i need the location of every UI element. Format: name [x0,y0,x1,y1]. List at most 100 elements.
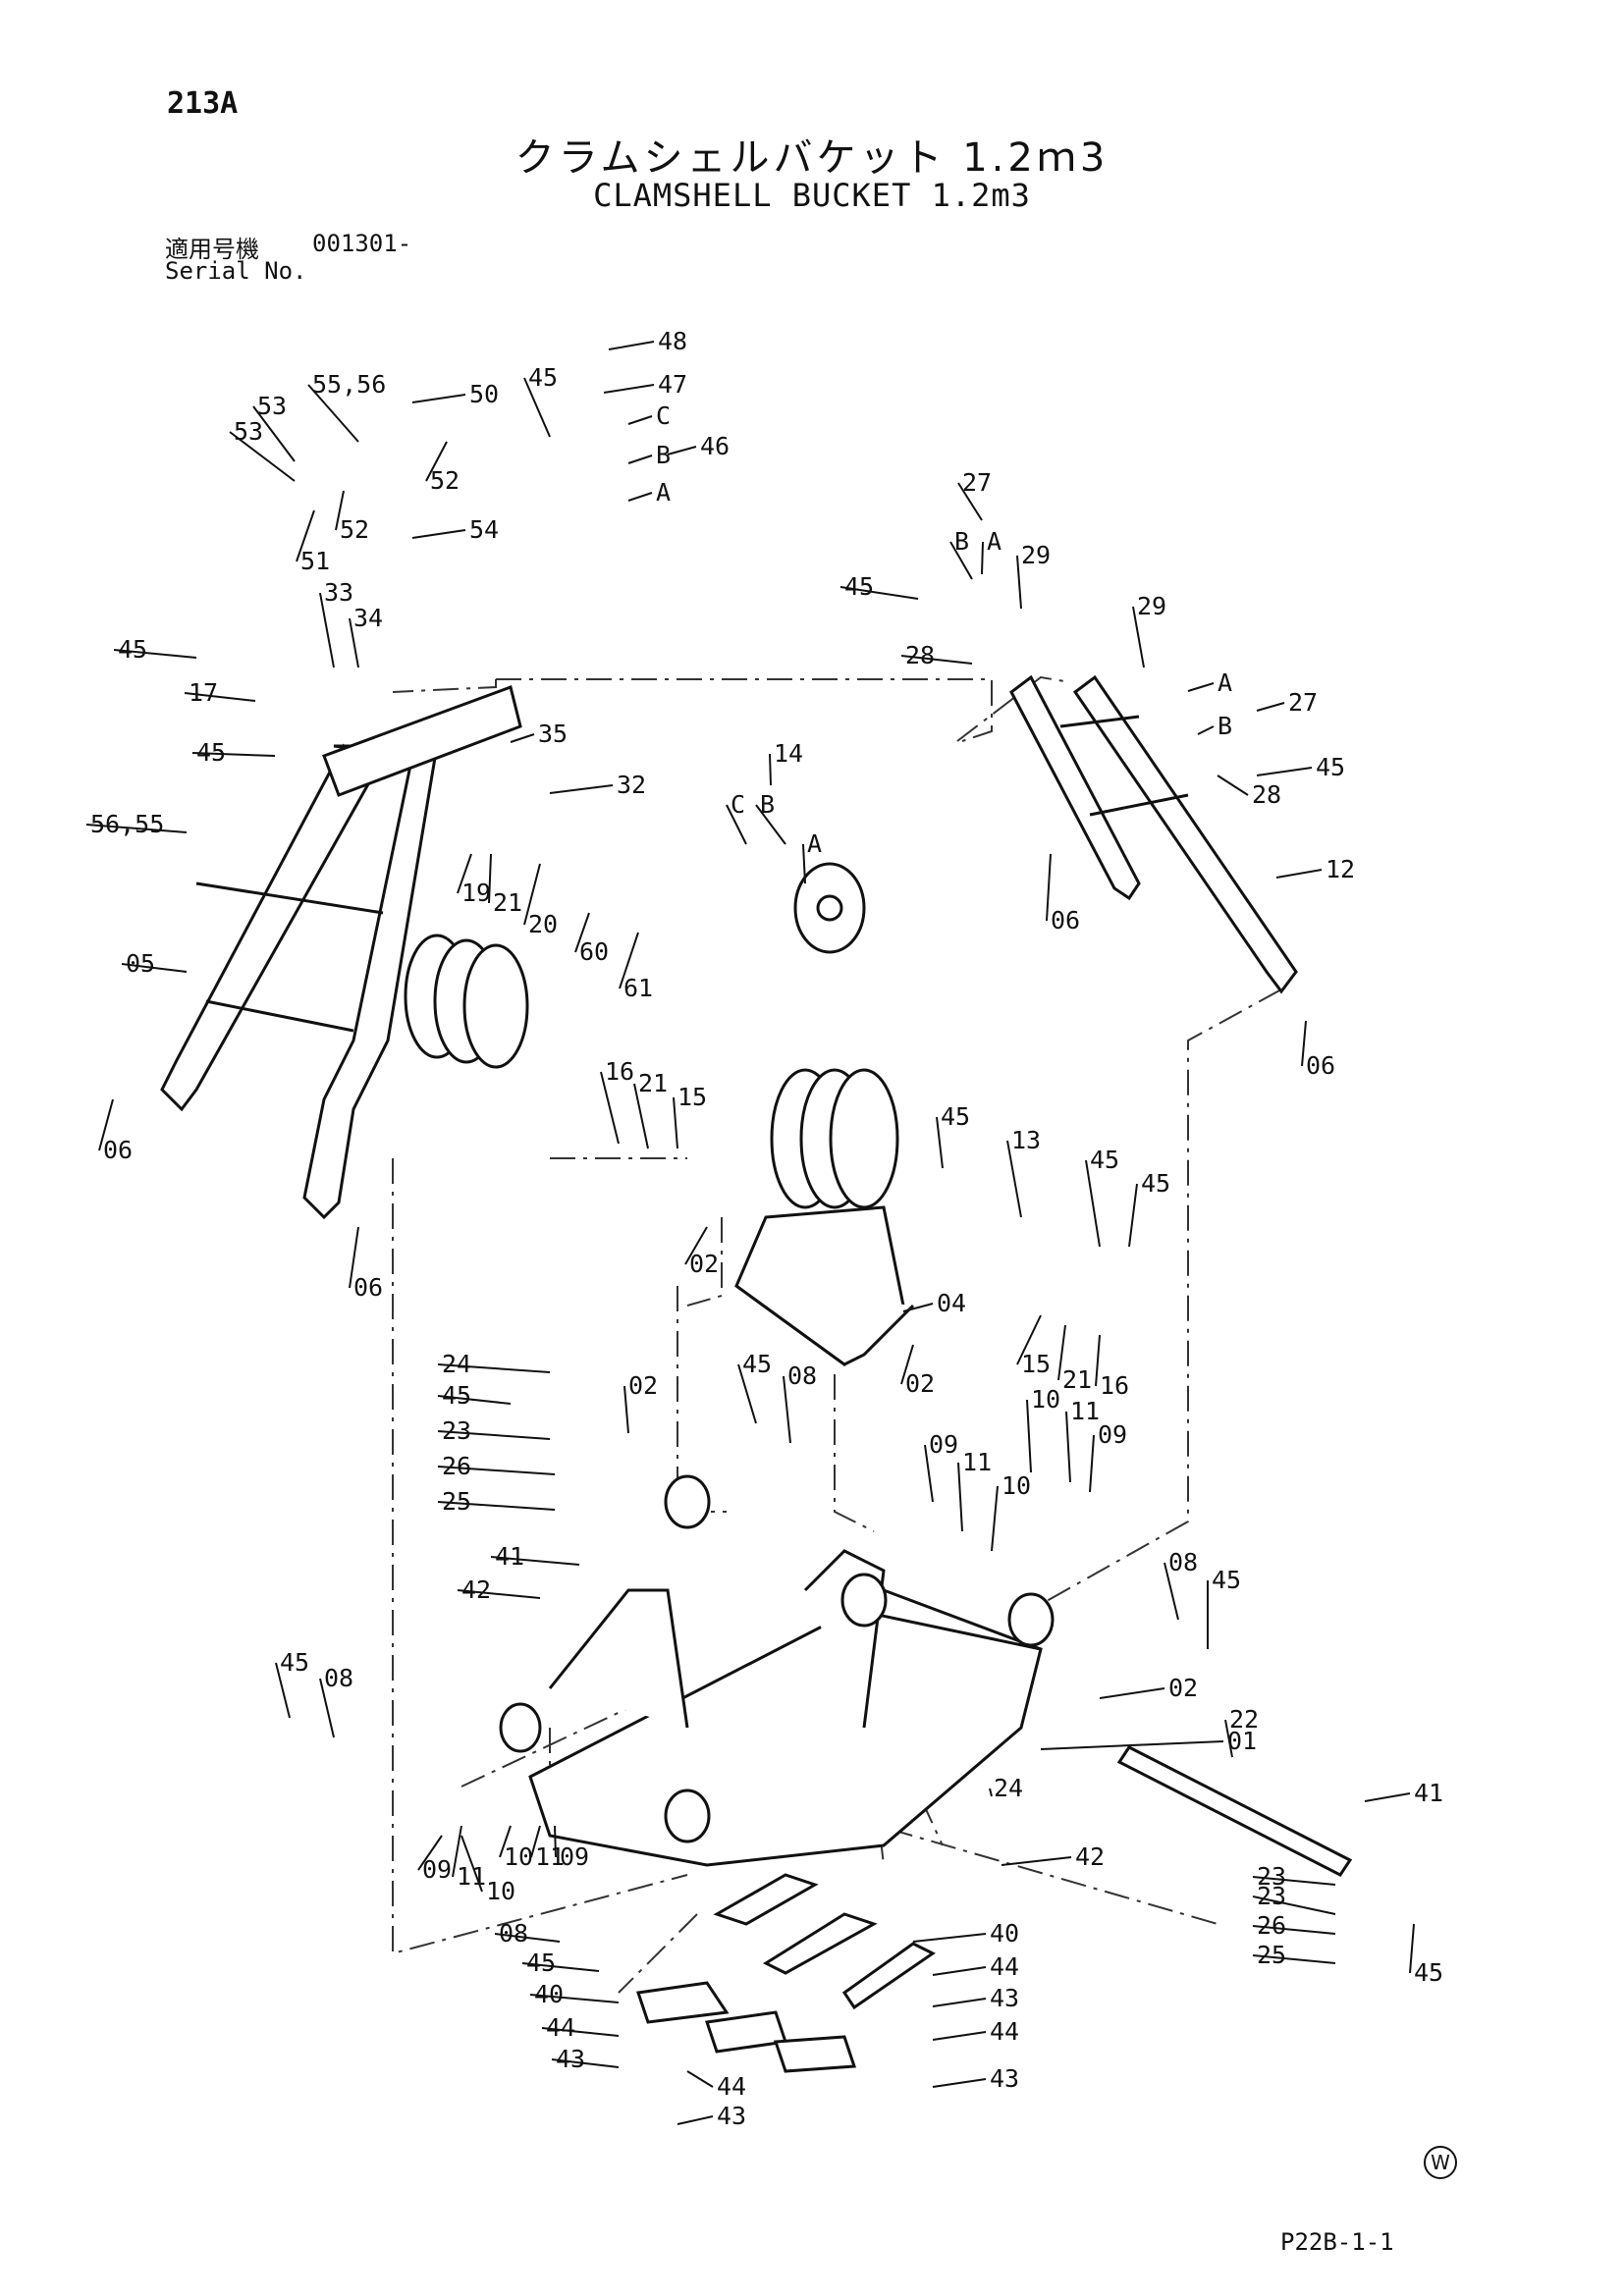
callout-44-110: 44 [717,2072,746,2101]
figure-id: P22B-1-1 [1280,2228,1394,2256]
callout-08-82: 08 [324,1664,353,1692]
leader-line-77 [490,1556,580,1566]
leader-line-88 [1364,1792,1411,1802]
callout-33-27: 33 [324,578,353,607]
callout-10-74: 10 [1031,1385,1060,1414]
callout-45-56: 45 [1141,1169,1170,1198]
callout-15-60: 15 [1021,1350,1051,1378]
leader-line-89 [1252,1876,1336,1886]
serial-label-english: Serial No. [165,257,307,285]
callout-29-21: 29 [1137,592,1166,620]
leader-line-12 [335,490,345,531]
callout-B-16: B [954,527,969,556]
callout-55-56-7: 55,56 [312,370,386,399]
leader-line-43 [802,843,806,884]
leader-line-15 [957,482,983,521]
callout-17-30: 17 [189,678,218,707]
callout-25-67: 25 [442,1487,471,1516]
callout-11-75: 11 [1070,1397,1100,1425]
leader-line-58 [902,1303,934,1312]
leader-line-85 [1224,1719,1233,1758]
callout-44-104: 44 [546,2013,575,2042]
leader-line-76 [1089,1434,1095,1493]
callout-51-13: 51 [300,547,330,575]
leader-line-109 [932,2078,987,2088]
callout-45-26: 45 [1316,753,1345,781]
leader-line-46 [1046,853,1052,922]
leader-line-47 [1301,1020,1307,1067]
leader-line-41 [726,804,747,845]
leader-line-63 [437,1363,551,1373]
leader-line-67 [437,1501,556,1511]
leader-line-2 [523,377,551,438]
callout-A-17: A [987,527,1001,556]
leader-line-103 [529,1994,620,2003]
leader-line-66 [437,1466,556,1475]
leader-line-96 [460,1835,483,1893]
callout-50-8: 50 [469,380,499,408]
leader-line-44 [121,963,188,973]
callout-20-37: 20 [528,910,558,938]
callout-45-101: 45 [526,1949,556,1977]
leader-line-34 [85,824,188,833]
callout-12-45: 12 [1326,855,1355,883]
callout-27-15: 27 [962,468,992,497]
leader-line-73 [991,1485,999,1552]
leader-line-70 [783,1375,791,1444]
callout-10-96: 10 [486,1877,515,1905]
leader-line-64 [437,1395,512,1405]
callout-35-32: 35 [538,720,568,748]
callout-40-103: 40 [534,1980,564,2008]
serial-number-value: 001301- [312,230,412,257]
leader-line-16 [949,541,973,580]
callout-44-108: 44 [990,2017,1019,2046]
leader-line-100 [494,1933,561,1943]
callout-16-50: 16 [605,1057,634,1086]
leader-lines [85,341,1415,2125]
callout-29-18: 29 [1021,541,1051,569]
callout-02-57: 02 [689,1250,719,1278]
leader-line-90 [1252,1896,1336,1915]
clamshell-bucket-01 [499,1474,1055,1867]
callout-09-94: 09 [422,1855,452,1884]
leader-line-91 [1252,1925,1336,1935]
leader-line-6 [627,492,653,502]
leader-line-86 [989,1788,993,1797]
callout-C-4: C [656,401,671,430]
callout-61-39: 61 [623,974,653,1002]
leader-line-82 [319,1678,335,1738]
leader-line-92 [1252,1954,1336,1964]
leader-line-18 [1016,555,1022,610]
callout-16-62: 16 [1100,1371,1129,1400]
leader-line-5 [627,454,653,464]
callout-21-36: 21 [493,888,522,917]
leader-line-81 [275,1662,291,1719]
callout-45-55: 45 [1090,1146,1119,1174]
callout-43-111: 43 [717,2102,746,2130]
callout-25-92: 25 [1257,1941,1286,1969]
callout-60-38: 60 [579,937,609,966]
callout-26-66: 26 [442,1452,471,1480]
leader-line-105 [551,2058,620,2068]
leader-line-11 [425,441,448,482]
callout-23-89: 23 [1257,1862,1286,1891]
leader-line-17 [981,541,984,575]
callout-06-47: 06 [1306,1051,1335,1080]
callout-22-85: 22 [1229,1705,1259,1734]
leader-line-23 [1256,702,1285,712]
leader-line-42 [755,804,786,845]
callout-45-81: 45 [280,1648,309,1677]
leader-line-107 [932,1998,987,2007]
callout-28-20: 28 [905,641,935,669]
callout-11-98: 11 [535,1842,565,1871]
leader-line-9 [252,405,296,462]
leader-line-38 [574,912,590,953]
leader-line-99 [554,1825,557,1858]
callout-08-70: 08 [787,1362,817,1390]
callout-02-68: 02 [628,1371,658,1400]
callout-52-12: 52 [340,515,369,544]
leader-line-48 [98,1098,114,1151]
leader-line-13 [296,509,315,562]
callout-06-48: 06 [103,1136,133,1164]
callout-53-9: 53 [257,392,287,420]
